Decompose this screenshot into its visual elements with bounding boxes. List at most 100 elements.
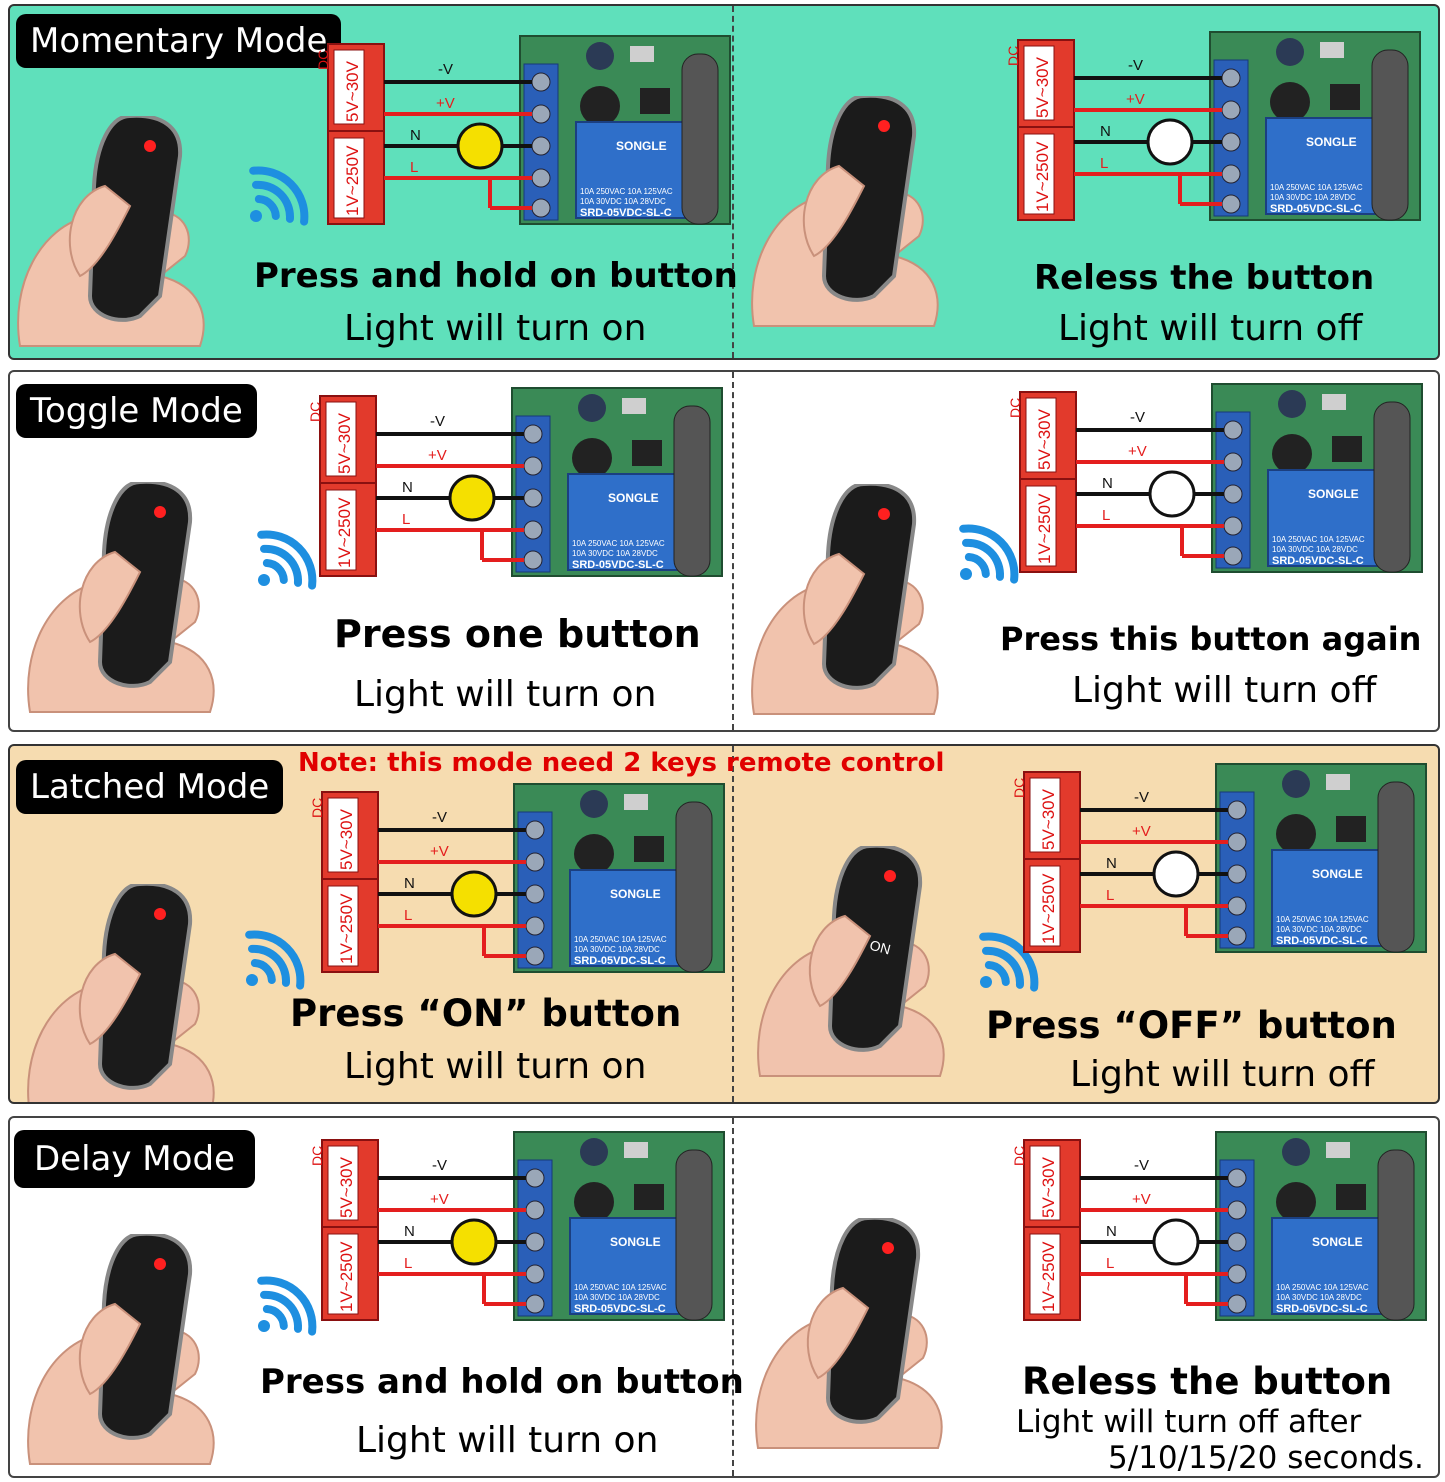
relay-spec-2: 10A 30VDC 10A 28VDC: [574, 1293, 660, 1302]
plus-v-label: +V: [1132, 1191, 1151, 1208]
relay-spec-2: 10A 30VDC 10A 28VDC: [580, 197, 666, 206]
relay-spec-2: 10A 30VDC 10A 28VDC: [1276, 925, 1362, 934]
relay-model: SRD-05VDC-SL-C: [1270, 203, 1362, 215]
instruction-result-line-1: Light will turn off after: [1016, 1404, 1362, 1440]
bulb-off-icon: [1146, 118, 1194, 166]
mode-title: Latched Mode: [16, 760, 284, 814]
minus-v-label: -V: [438, 61, 453, 78]
instruction-bold: Press “OFF” button: [986, 1004, 1397, 1047]
instruction-result: Light will turn on: [356, 1420, 659, 1461]
delay-left: Delay Mode DC 5V~30V 1V~250V -V +V N L S…: [10, 1118, 744, 1476]
relay-model: SRD-05VDC-SL-C: [1272, 555, 1364, 567]
dc-label: DC: [1011, 1146, 1027, 1166]
plus-v-label: +V: [430, 843, 449, 860]
remote-hand-icon: [750, 484, 940, 716]
n-label: N: [1102, 475, 1113, 492]
instruction-bold: Reless the button: [1022, 1360, 1393, 1403]
instruction-bold: Press and hold on button: [254, 256, 738, 296]
signal-icon: [240, 156, 320, 236]
bulb-on-icon: [456, 122, 504, 170]
toggle-right: DC 5V~30V 1V~250V -V +V N L SONGLE 10A 2…: [734, 372, 1438, 730]
mode-panel-latched: Note: this mode need 2 keys remote contr…: [8, 744, 1440, 1104]
dc-range-label: 5V~30V: [337, 808, 356, 870]
remote-hand-icon: [750, 96, 940, 328]
toggle-left: Toggle Mode DC 5V~30V 1V~250V -V +V N L …: [10, 372, 732, 730]
relay-spec-2: 10A 30VDC 10A 28VDC: [1276, 1293, 1362, 1302]
mode-title: Momentary Mode: [16, 14, 342, 68]
n-label: N: [410, 127, 421, 144]
delay-right: DC 5V~30V 1V~250V -V +V N L SONGLE 10A 2…: [734, 1118, 1438, 1476]
instruction-bold: Reless the button: [1034, 258, 1375, 298]
minus-v-label: -V: [432, 809, 447, 826]
bulb-on-icon: [448, 474, 496, 522]
minus-v-label: -V: [432, 1157, 447, 1174]
wiring-diagram: DC 5V~30V 1V~250V -V +V N L SONGLE 10A 2…: [1005, 30, 1422, 222]
mode-panel-momentary: Momentary Mode DC 5V~30V 1V~250V -V +V N…: [8, 4, 1440, 360]
minus-v-label: -V: [1130, 409, 1145, 426]
minus-v-label: -V: [430, 413, 445, 430]
l-label: L: [1106, 887, 1114, 904]
dc-range-label: 5V~30V: [1039, 788, 1058, 850]
n-label: N: [1106, 1223, 1117, 1240]
ac-range-label: 1V~250V: [1039, 873, 1058, 944]
l-label: L: [404, 907, 412, 924]
remote-hand-icon: [26, 884, 216, 1102]
mode-title: Delay Mode: [14, 1130, 255, 1188]
relay-brand: SONGLE: [610, 887, 661, 901]
relay-spec-1: 10A 250VAC 10A 125VAC: [1272, 535, 1365, 544]
relay-brand: SONGLE: [616, 139, 667, 153]
remote-hand-icon: [16, 116, 206, 348]
remote-hand-icon: [754, 1218, 944, 1450]
l-label: L: [404, 1255, 412, 1272]
n-label: N: [404, 1223, 415, 1240]
wiring-diagram: DC 5V~30V 1V~250V -V +V N L SONGLE 10A 2…: [309, 782, 726, 974]
dc-label: DC: [1007, 398, 1023, 418]
plus-v-label: +V: [1128, 443, 1147, 460]
relay-model: SRD-05VDC-SL-C: [574, 1303, 666, 1315]
dc-range-label: 5V~30V: [335, 412, 354, 474]
relay-spec-2: 10A 30VDC 10A 28VDC: [574, 945, 660, 954]
dc-label: DC: [307, 402, 323, 422]
relay-model: SRD-05VDC-SL-C: [580, 207, 672, 219]
ac-range-label: 1V~250V: [335, 497, 354, 568]
relay-spec-2: 10A 30VDC 10A 28VDC: [572, 549, 658, 558]
relay-brand: SONGLE: [608, 491, 659, 505]
ac-range-label: 1V~250V: [343, 145, 362, 216]
instruction-result: Light will turn on: [344, 308, 647, 349]
plus-v-label: +V: [1126, 91, 1145, 108]
relay-brand: SONGLE: [610, 1235, 661, 1249]
panel-divider: [732, 6, 734, 358]
latched-note: Note: this mode need 2 keys remote contr…: [298, 748, 945, 778]
instruction-result: Light will turn on: [354, 674, 657, 715]
instruction-bold: Press one button: [334, 612, 701, 656]
relay-model: SRD-05VDC-SL-C: [1276, 1303, 1368, 1315]
l-label: L: [1106, 1255, 1114, 1272]
relay-spec-1: 10A 250VAC 10A 125VAC: [574, 1283, 667, 1292]
ac-range-label: 1V~250V: [1039, 1241, 1058, 1312]
ac-range-label: 1V~250V: [337, 893, 356, 964]
relay-spec-1: 10A 250VAC 10A 125VAC: [574, 935, 667, 944]
minus-v-label: -V: [1134, 789, 1149, 806]
relay-spec-2: 10A 30VDC 10A 28VDC: [1272, 545, 1358, 554]
ac-range-label: 1V~250V: [337, 1241, 356, 1312]
relay-model: SRD-05VDC-SL-C: [572, 559, 664, 571]
panel-divider: [732, 372, 734, 730]
remote-hand-icon: ON: [756, 846, 946, 1078]
panel-divider: [732, 746, 734, 1102]
n-label: N: [404, 875, 415, 892]
dc-range-label: 5V~30V: [343, 60, 362, 122]
relay-model: SRD-05VDC-SL-C: [574, 955, 666, 967]
relay-spec-1: 10A 250VAC 10A 125VAC: [1270, 183, 1363, 192]
bulb-on-icon: [450, 1218, 498, 1266]
minus-v-label: -V: [1128, 57, 1143, 74]
wiring-diagram: DC 5V~30V 1V~250V -V +V N L SONGLE 10A 2…: [1011, 762, 1428, 954]
wiring-diagram: DC 5V~30V 1V~250V -V +V N L SONGLE 10A 2…: [309, 1130, 726, 1322]
dc-label: DC: [309, 798, 325, 818]
remote-hand-icon: [26, 1234, 216, 1466]
relay-spec-1: 10A 250VAC 10A 125VAC: [572, 539, 665, 548]
mode-title: Toggle Mode: [16, 384, 257, 438]
relay-spec-1: 10A 250VAC 10A 125VAC: [1276, 1283, 1369, 1292]
ac-range-label: 1V~250V: [1035, 493, 1054, 564]
plus-v-label: +V: [436, 95, 455, 112]
relay-model: SRD-05VDC-SL-C: [1276, 935, 1368, 947]
